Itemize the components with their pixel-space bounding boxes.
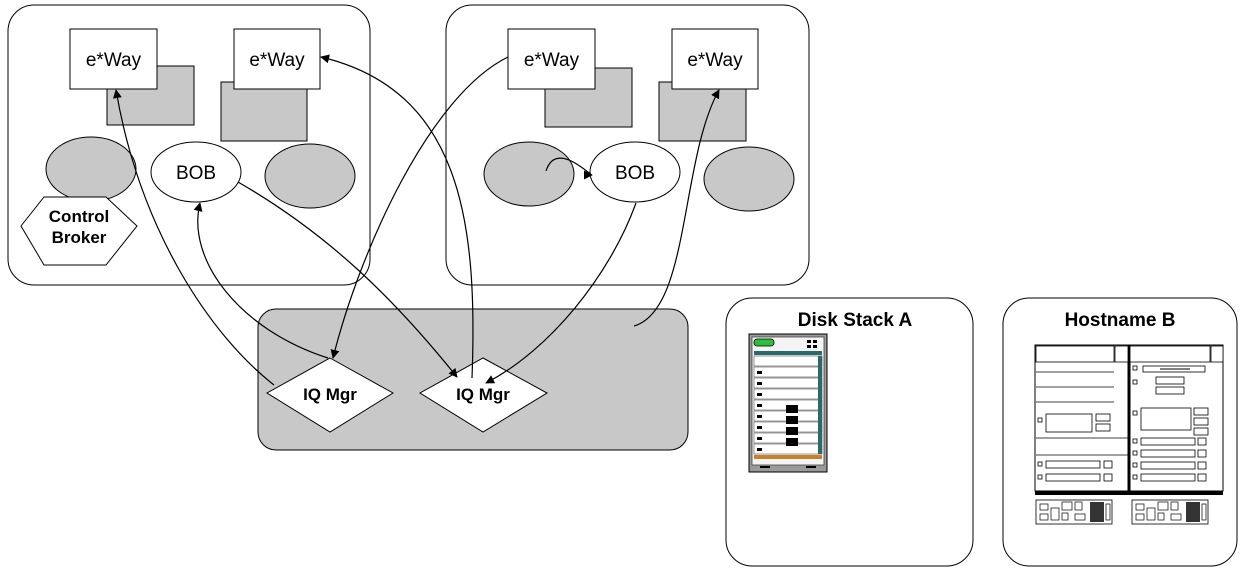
hostname-title: Hostname B [1065,310,1176,331]
gray-block [220,81,308,142]
bob-label-right: BOB [615,163,655,184]
connector-bob-left-to-iqmgr2 [237,181,458,378]
circuit-board-icon [1035,499,1113,525]
eway-box-4[interactable] [671,28,759,90]
bob-node-left[interactable] [150,141,242,203]
connector-bob-right-to-iqmgr2 [485,202,637,384]
iq-mgr-label-1: IQ Mgr [303,385,357,404]
eway-box-2[interactable] [233,28,321,90]
server-tower-icon [1034,344,1224,495]
gray-ellipse [45,136,137,202]
connector-container-to-eway4 [633,89,720,327]
connector-ellipse-to-bob-right [545,157,593,180]
eway-label-4: e*Way [687,50,743,71]
connector-iqmgr1-to-bob-left [193,202,329,359]
circuit-board-icon [1131,499,1209,525]
control-broker-node[interactable] [20,196,138,266]
connector-eway3-to-iqmgr1 [330,56,509,359]
disk-stack-icon [748,333,828,473]
gray-ellipse [703,146,795,212]
control-broker-label-1: Control [49,207,109,226]
eway-label-2: e*Way [249,50,305,71]
eway-label-1: e*Way [86,50,142,71]
connector-iqmgr1-to-eway1 [112,89,275,386]
gray-ellipse [483,141,575,207]
eway-box-1[interactable] [69,28,158,90]
bob-label-left: BOB [176,163,216,184]
connector-iqmgr2-to-eway2 [320,54,474,379]
gray-ellipse [264,143,356,209]
eway-box-3[interactable] [507,28,596,90]
disk-stack-title: Disk Stack A [798,310,913,331]
control-broker-label-2: Broker [52,228,107,247]
eway-label-3: e*Way [524,50,580,71]
iq-mgr-label-2: IQ Mgr [456,385,510,404]
iq-mgr-node-1[interactable] [266,357,394,433]
